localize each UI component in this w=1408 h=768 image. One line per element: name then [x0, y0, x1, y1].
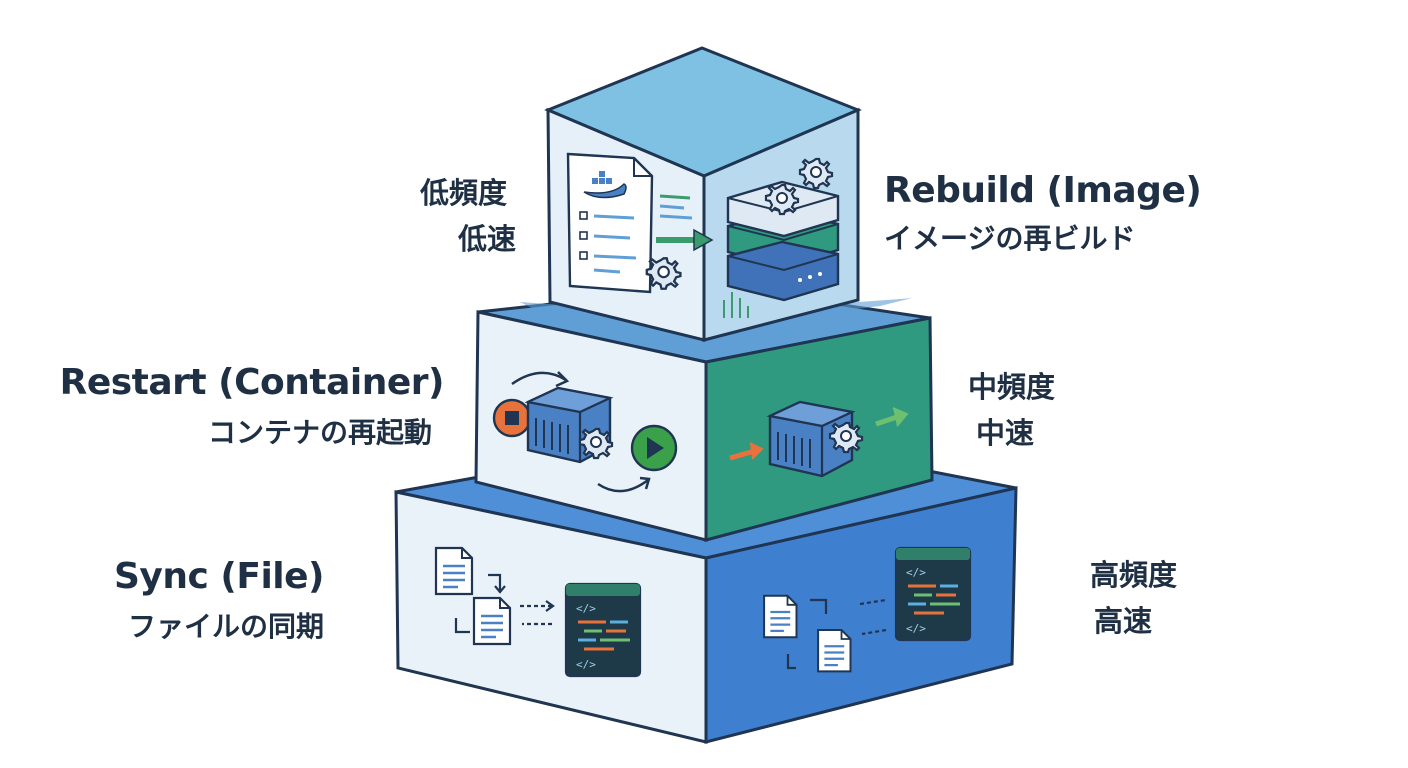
sync-frequency: 高頻度 — [1090, 558, 1178, 592]
document-icon — [566, 152, 654, 294]
gear-icon — [578, 427, 614, 460]
file-icon — [434, 546, 474, 596]
restart-speed: 中速 — [976, 416, 1035, 450]
rebuild-title: Rebuild (Image) — [884, 170, 1202, 211]
restart-subtitle: コンテナの再起動 — [207, 416, 432, 449]
restart-title-label: Restart (Container) コンテナの再起動 — [46, 362, 445, 451]
code-editor-icon — [564, 582, 642, 678]
rebuild-title-label: Rebuild (Image) イメージの再ビルド — [884, 170, 1202, 257]
play-icon — [630, 424, 678, 472]
docker-whale-icon — [583, 171, 627, 199]
file-icon — [816, 628, 852, 673]
restart-frequency: 中頻度 — [968, 370, 1056, 404]
sync-frequency-label: 高頻度 高速 — [1090, 552, 1177, 644]
rebuild-frequency: 低頻度 — [420, 176, 508, 210]
file-icon — [472, 596, 512, 646]
restart-frequency-label: 中頻度 中速 — [968, 364, 1055, 456]
file-icon — [762, 594, 798, 639]
rebuild-layer — [520, 46, 912, 342]
gear-icon — [828, 421, 864, 454]
gear-icon — [798, 157, 834, 190]
restart-title: Restart (Container) — [59, 362, 445, 403]
sync-title: Sync (File) — [114, 556, 325, 597]
sync-title-label: Sync (File) ファイルの同期 — [60, 556, 325, 645]
gear-icon — [764, 183, 800, 216]
rebuild-speed: 低速 — [458, 222, 517, 256]
stop-icon — [492, 398, 532, 438]
gear-icon — [645, 257, 682, 290]
sync-speed: 高速 — [1094, 604, 1153, 638]
rebuild-frequency-label: 低頻度 低速 — [420, 170, 516, 262]
rebuild-subtitle: イメージの再ビルド — [884, 222, 1136, 255]
sync-subtitle: ファイルの同期 — [127, 610, 324, 643]
code-editor-icon — [894, 546, 972, 642]
